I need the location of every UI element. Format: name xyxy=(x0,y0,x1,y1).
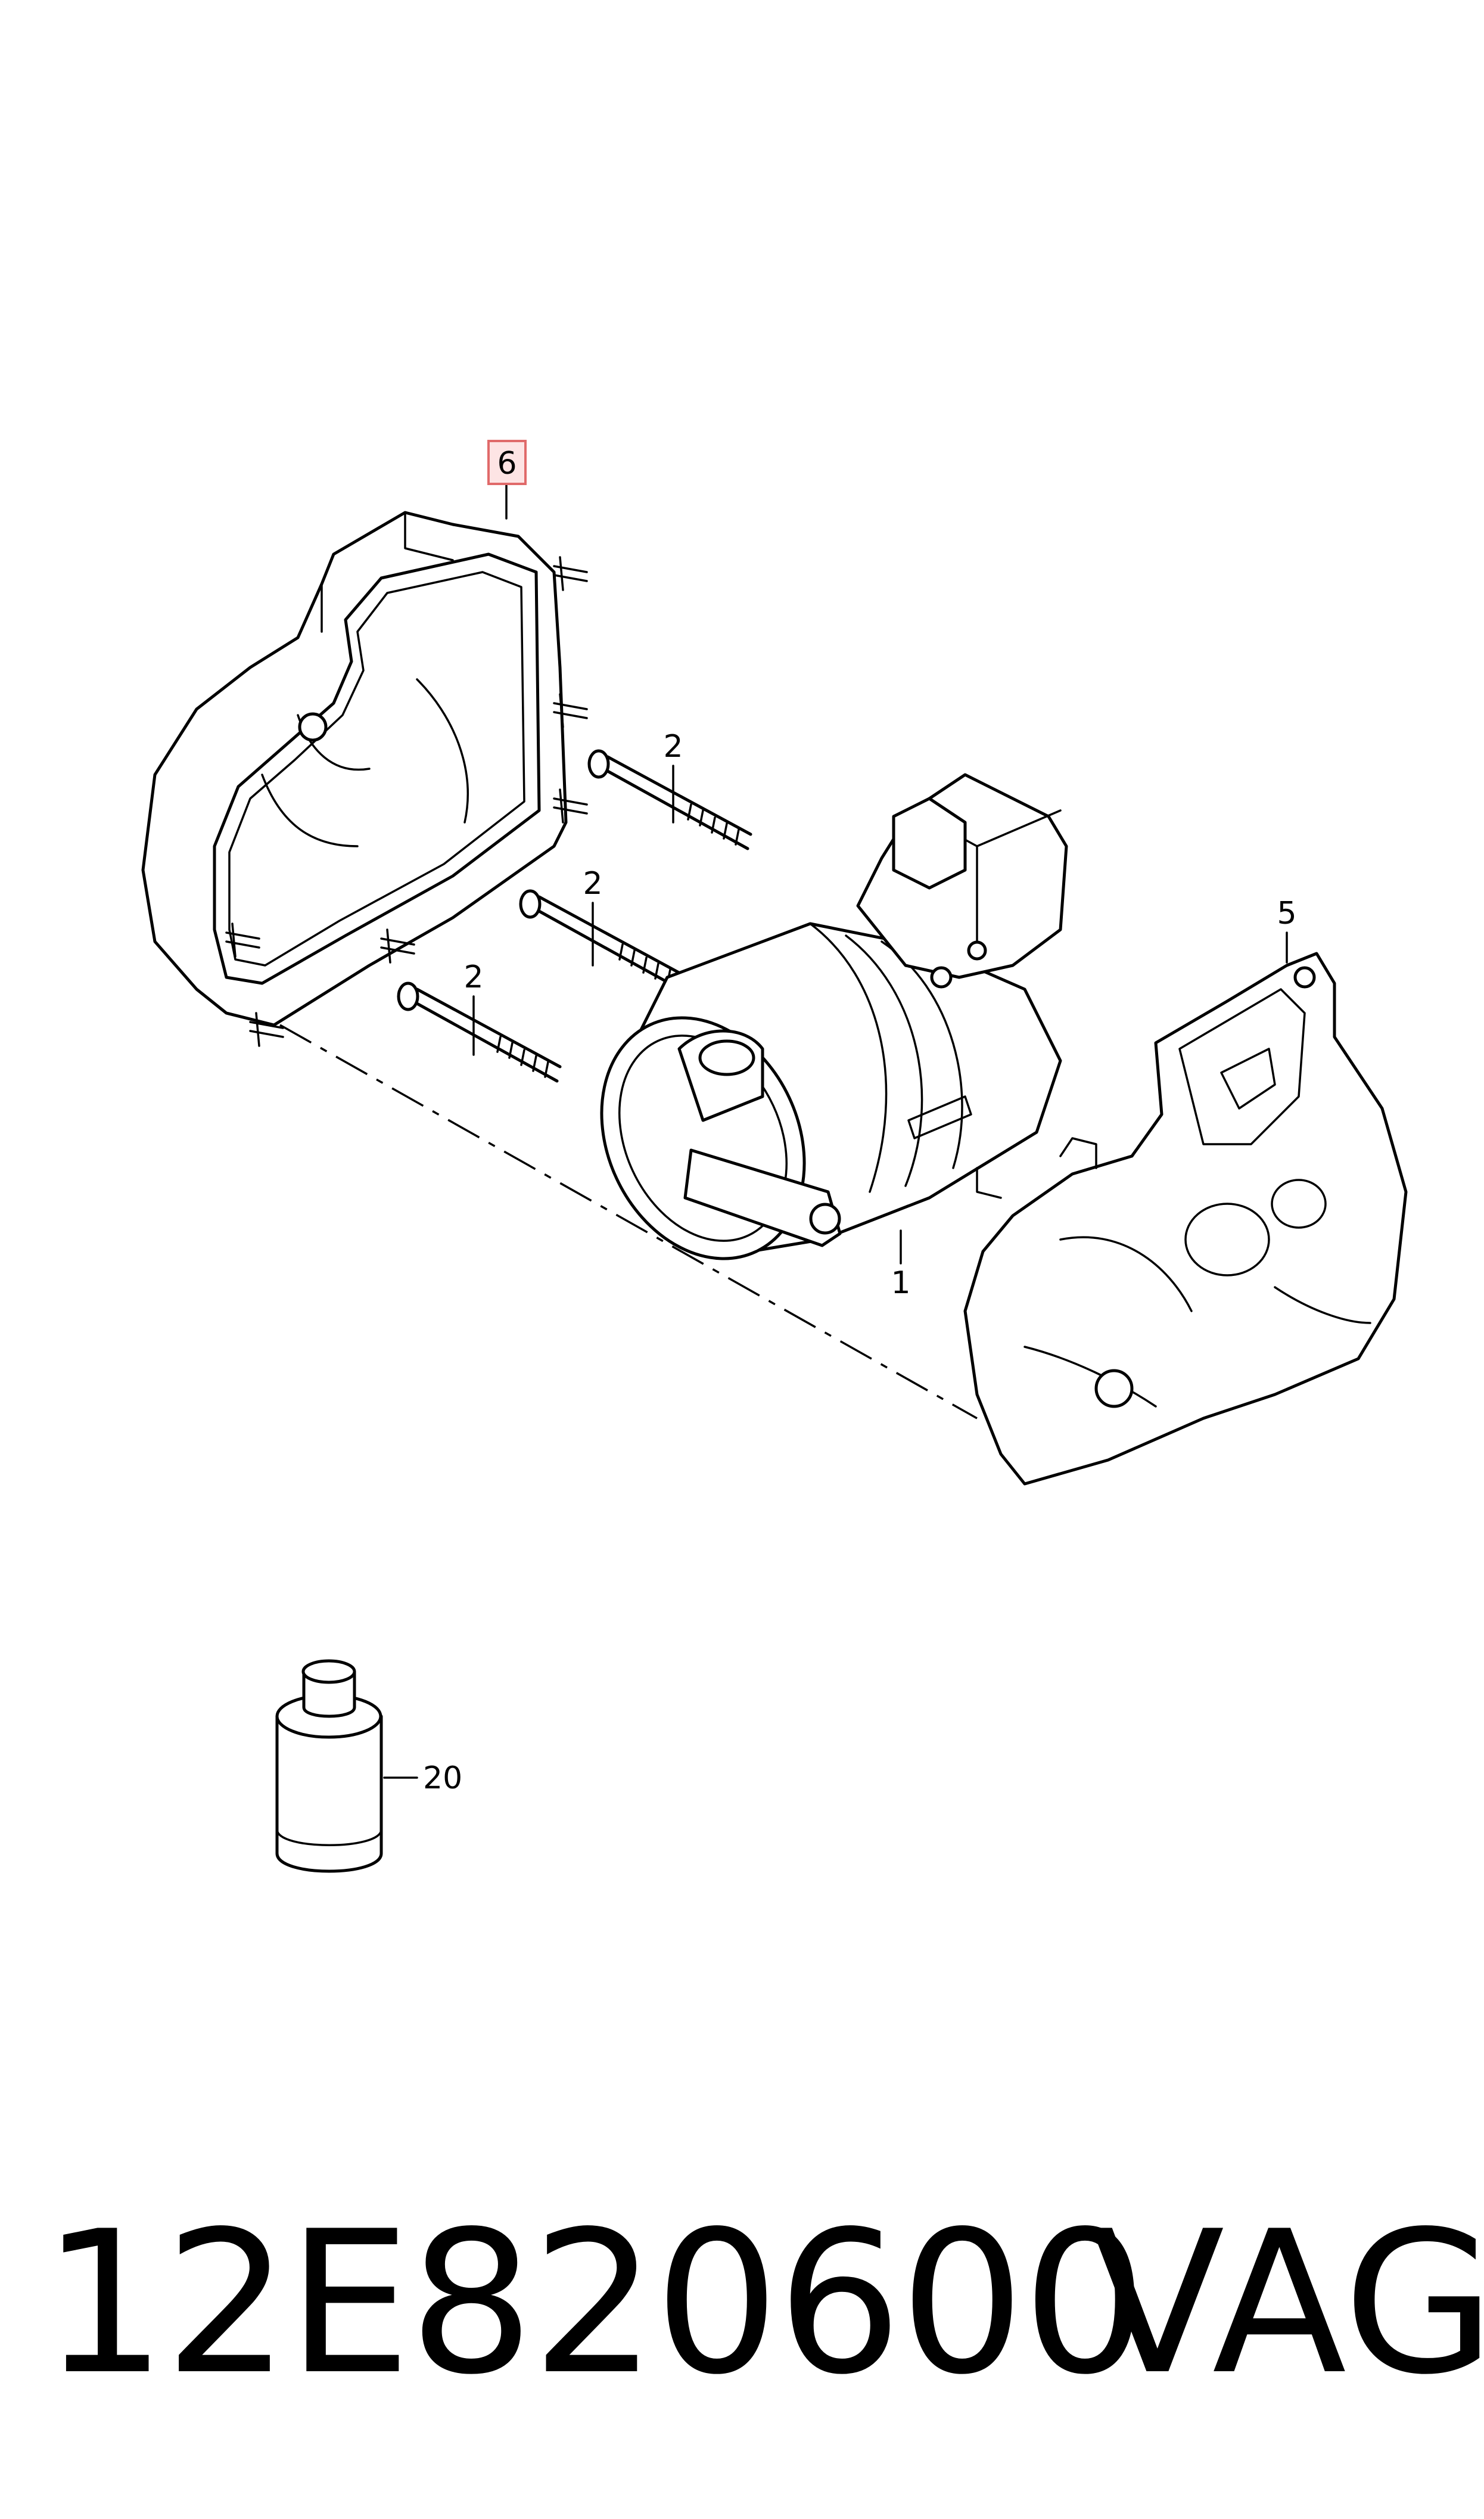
oil-filter xyxy=(275,1659,383,1873)
callout-2-lower[interactable]: 2 xyxy=(463,959,483,995)
bolt-lower xyxy=(397,981,562,1083)
callout-6[interactable]: 6 xyxy=(497,446,517,482)
compressor xyxy=(600,773,1068,1260)
leader-lines xyxy=(383,483,1288,1779)
cover-gasket xyxy=(141,511,588,1047)
callout-20[interactable]: 20 xyxy=(423,1760,462,1796)
callout-6-highlight xyxy=(487,440,527,485)
alignment-line xyxy=(279,1024,978,1420)
brand-label: VAG xyxy=(1090,2189,1484,2418)
callout-2-middle[interactable]: 2 xyxy=(583,866,602,902)
callout-2-upper[interactable]: 2 xyxy=(663,729,683,765)
callout-5[interactable]: 5 xyxy=(1277,896,1296,931)
housing xyxy=(963,952,1408,1486)
part-number: 12E820600 xyxy=(42,2189,1147,2418)
bolt-upper xyxy=(587,749,752,850)
bolt-middle xyxy=(519,889,684,990)
callout-1[interactable]: 1 xyxy=(891,1265,910,1301)
